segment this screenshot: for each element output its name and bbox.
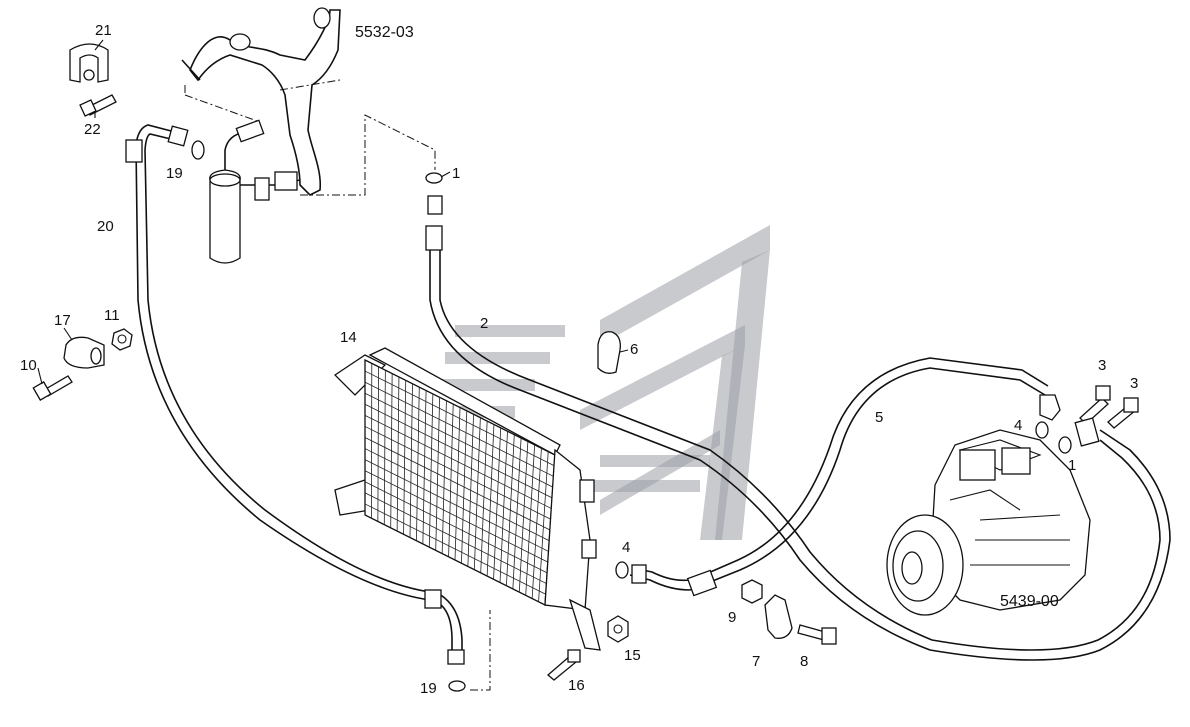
callout-19-top: 19 (166, 165, 183, 182)
hose-20 (125, 124, 465, 665)
callout-20: 20 (97, 218, 114, 235)
leader-19-bottom (470, 610, 491, 691)
callout-16: 16 (568, 677, 585, 694)
clamp-17 (63, 336, 105, 369)
callout-9: 9 (728, 609, 736, 626)
fitting-1-right (1074, 417, 1100, 447)
condenser-tube-line (364, 459, 549, 552)
condenser-tube-line (364, 481, 548, 574)
ref-label-drier: 5532-03 (355, 24, 414, 41)
hose-5 (629, 357, 1061, 597)
condenser-tube-line (364, 437, 551, 531)
condenser-tube-line (364, 503, 546, 595)
bolt-3-right (1107, 397, 1139, 429)
callout-6: 6 (630, 341, 638, 358)
nut-9 (741, 579, 763, 604)
nut-15 (607, 615, 629, 643)
clamp-6 (597, 331, 621, 374)
o-ring-1-right (1058, 436, 1072, 454)
callout-1-right: 1 (1068, 457, 1076, 474)
callout-19-bottom: 19 (420, 680, 437, 697)
o-ring-19-bottom (448, 680, 466, 692)
callout-15: 15 (624, 647, 641, 664)
leader-6 (619, 349, 629, 353)
compressor-assembly (886, 429, 1091, 616)
o-ring-19-top (191, 140, 205, 160)
condenser-14 (333, 347, 601, 651)
condenser-tube-line (364, 470, 549, 563)
callout-7: 7 (752, 653, 760, 670)
condenser-tube-line (364, 492, 547, 584)
hose-2 (425, 172, 1171, 661)
leader-10 (37, 367, 43, 385)
callout-4-right: 4 (1014, 417, 1022, 434)
bolt-16 (546, 649, 581, 681)
bolt-8 (797, 624, 837, 645)
o-ring-4-mid (615, 561, 629, 579)
bolt-22 (79, 94, 117, 117)
callout-3-left: 3 (1098, 357, 1106, 374)
leader-21 (94, 39, 104, 51)
o-ring-4-right (1035, 421, 1049, 439)
callout-8: 8 (800, 653, 808, 670)
leader-17 (63, 327, 73, 341)
condenser-tube-line (364, 414, 552, 509)
callout-22: 22 (84, 121, 101, 138)
callout-14: 14 (340, 329, 357, 346)
callout-11: 11 (104, 307, 120, 324)
callout-3-right: 3 (1130, 375, 1138, 392)
bolt-3-left (1079, 385, 1111, 425)
ref-label-compressor: 5439-00 (1000, 593, 1059, 610)
callout-17: 17 (54, 312, 71, 329)
clamp-7 (764, 594, 793, 639)
condenser-tube-line (364, 403, 553, 499)
condenser-tube-line (364, 370, 555, 467)
bolt-10 (32, 375, 73, 401)
callout-5: 5 (875, 409, 883, 426)
nut-11 (111, 328, 133, 351)
condenser-tube-line (364, 381, 554, 477)
condenser-tube-line (364, 392, 554, 488)
leader-1-top (440, 171, 451, 178)
condenser-tube-line (364, 426, 551, 520)
callout-2: 2 (480, 315, 488, 332)
callout-21: 21 (95, 22, 112, 39)
receiver-drier-assembly (181, 7, 436, 264)
callout-1-top: 1 (452, 165, 460, 182)
condenser-tube-line (364, 448, 550, 542)
callout-10: 10 (20, 357, 37, 374)
bracket-21 (69, 43, 109, 83)
callout-4-mid: 4 (622, 539, 630, 556)
